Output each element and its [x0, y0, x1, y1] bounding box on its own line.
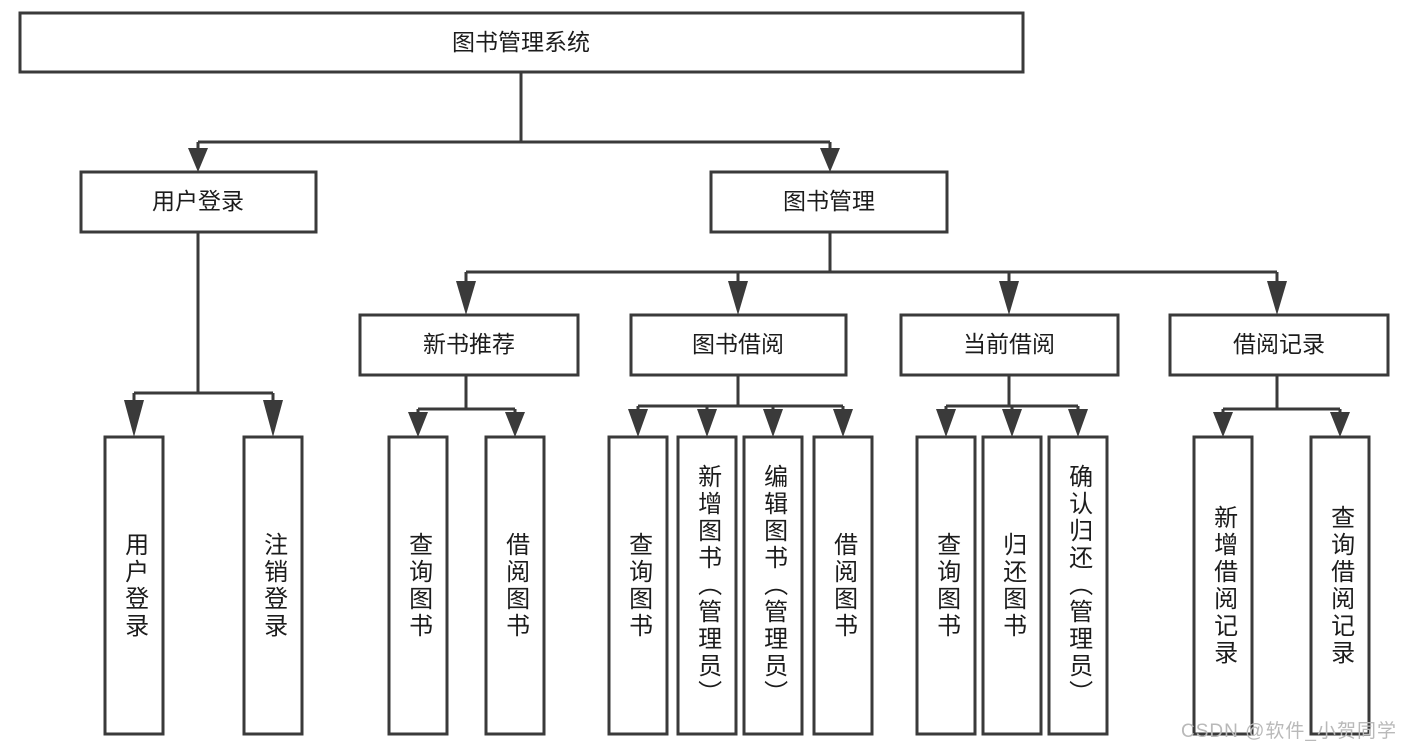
node-current-borrow-box[interactable] — [899, 313, 1120, 377]
arrow-nb-leaf-1 — [505, 412, 525, 437]
node-book-borrow-label: 图书借阅 — [692, 331, 784, 357]
leaf-box-new-book-1[interactable] — [484, 435, 546, 736]
node-book-manage-box[interactable] — [709, 170, 949, 234]
arrow-bb-leaf-0 — [628, 409, 648, 437]
leaf-box-new-book-0[interactable] — [387, 435, 449, 736]
node-borrow-record-box[interactable] — [1168, 313, 1390, 377]
leaf-box-book-borrow-1[interactable] — [676, 435, 738, 736]
arrow-user-login-leaf-1 — [263, 400, 283, 437]
node-new-book-recommend-label: 新书推荐 — [423, 331, 515, 357]
edge-group-user-login — [124, 232, 283, 437]
arrow-cb-leaf-1 — [1002, 409, 1022, 437]
arrow-cb-leaf-2 — [1068, 409, 1088, 437]
watermark-text: CSDN @软件_小贺同学 — [1181, 721, 1397, 742]
arrow-bb-leaf-1 — [697, 409, 717, 437]
node-book-manage-label: 图书管理 — [783, 188, 875, 214]
node-user-login-label: 用户登录 — [152, 188, 244, 214]
leaf-box-user-login-0[interactable] — [103, 435, 165, 736]
arrow-bm-to-book-borrow — [728, 281, 748, 315]
leaf-box-current-borrow-2[interactable] — [1047, 435, 1109, 736]
leaf-box-current-borrow-1[interactable] — [981, 435, 1043, 736]
arrow-bm-to-current-borrow — [999, 281, 1019, 315]
leaf-box-book-borrow-3[interactable] — [812, 435, 874, 736]
leaf-box-book-borrow-2[interactable] — [742, 435, 804, 736]
edge-group-new-book — [408, 375, 525, 437]
arrow-nb-leaf-0 — [408, 412, 428, 437]
node-borrow-record-label: 借阅记录 — [1233, 331, 1325, 357]
edge-group-book-manage — [456, 232, 1287, 315]
leaf-box-current-borrow-0[interactable] — [915, 435, 977, 736]
arrow-bb-leaf-2 — [763, 409, 783, 437]
leaf-box-borrow-record-0[interactable] — [1192, 435, 1254, 736]
node-root-box[interactable] — [18, 11, 1025, 74]
leaf-box-borrow-record-1[interactable] — [1309, 435, 1371, 736]
edge-group-root — [188, 72, 840, 172]
arrow-br-leaf-0 — [1213, 412, 1233, 437]
arrow-user-login-leaf-0 — [124, 400, 144, 437]
leaf-box-book-borrow-0[interactable] — [607, 435, 669, 736]
node-current-borrow-label: 当前借阅 — [963, 331, 1055, 357]
arrow-br-leaf-1 — [1330, 412, 1350, 437]
edge-group-book-borrow — [628, 375, 853, 437]
arrow-root-to-user-login — [188, 148, 208, 172]
node-new-book-recommend-box[interactable] — [358, 313, 580, 377]
arrow-cb-leaf-0 — [936, 409, 956, 437]
node-root-label: 图书管理系统 — [452, 29, 590, 55]
node-book-borrow-box[interactable] — [629, 313, 848, 377]
edge-group-current-borrow — [936, 375, 1088, 437]
arrow-root-to-book-manage — [820, 148, 840, 172]
arrow-bm-to-borrow-record — [1267, 281, 1287, 315]
arrow-bb-leaf-3 — [833, 409, 853, 437]
leaf-box-user-login-1[interactable] — [242, 435, 304, 736]
node-user-login-box[interactable] — [79, 170, 318, 234]
arrow-bm-to-new-book — [456, 281, 476, 315]
edge-group-borrow-record — [1213, 375, 1350, 437]
